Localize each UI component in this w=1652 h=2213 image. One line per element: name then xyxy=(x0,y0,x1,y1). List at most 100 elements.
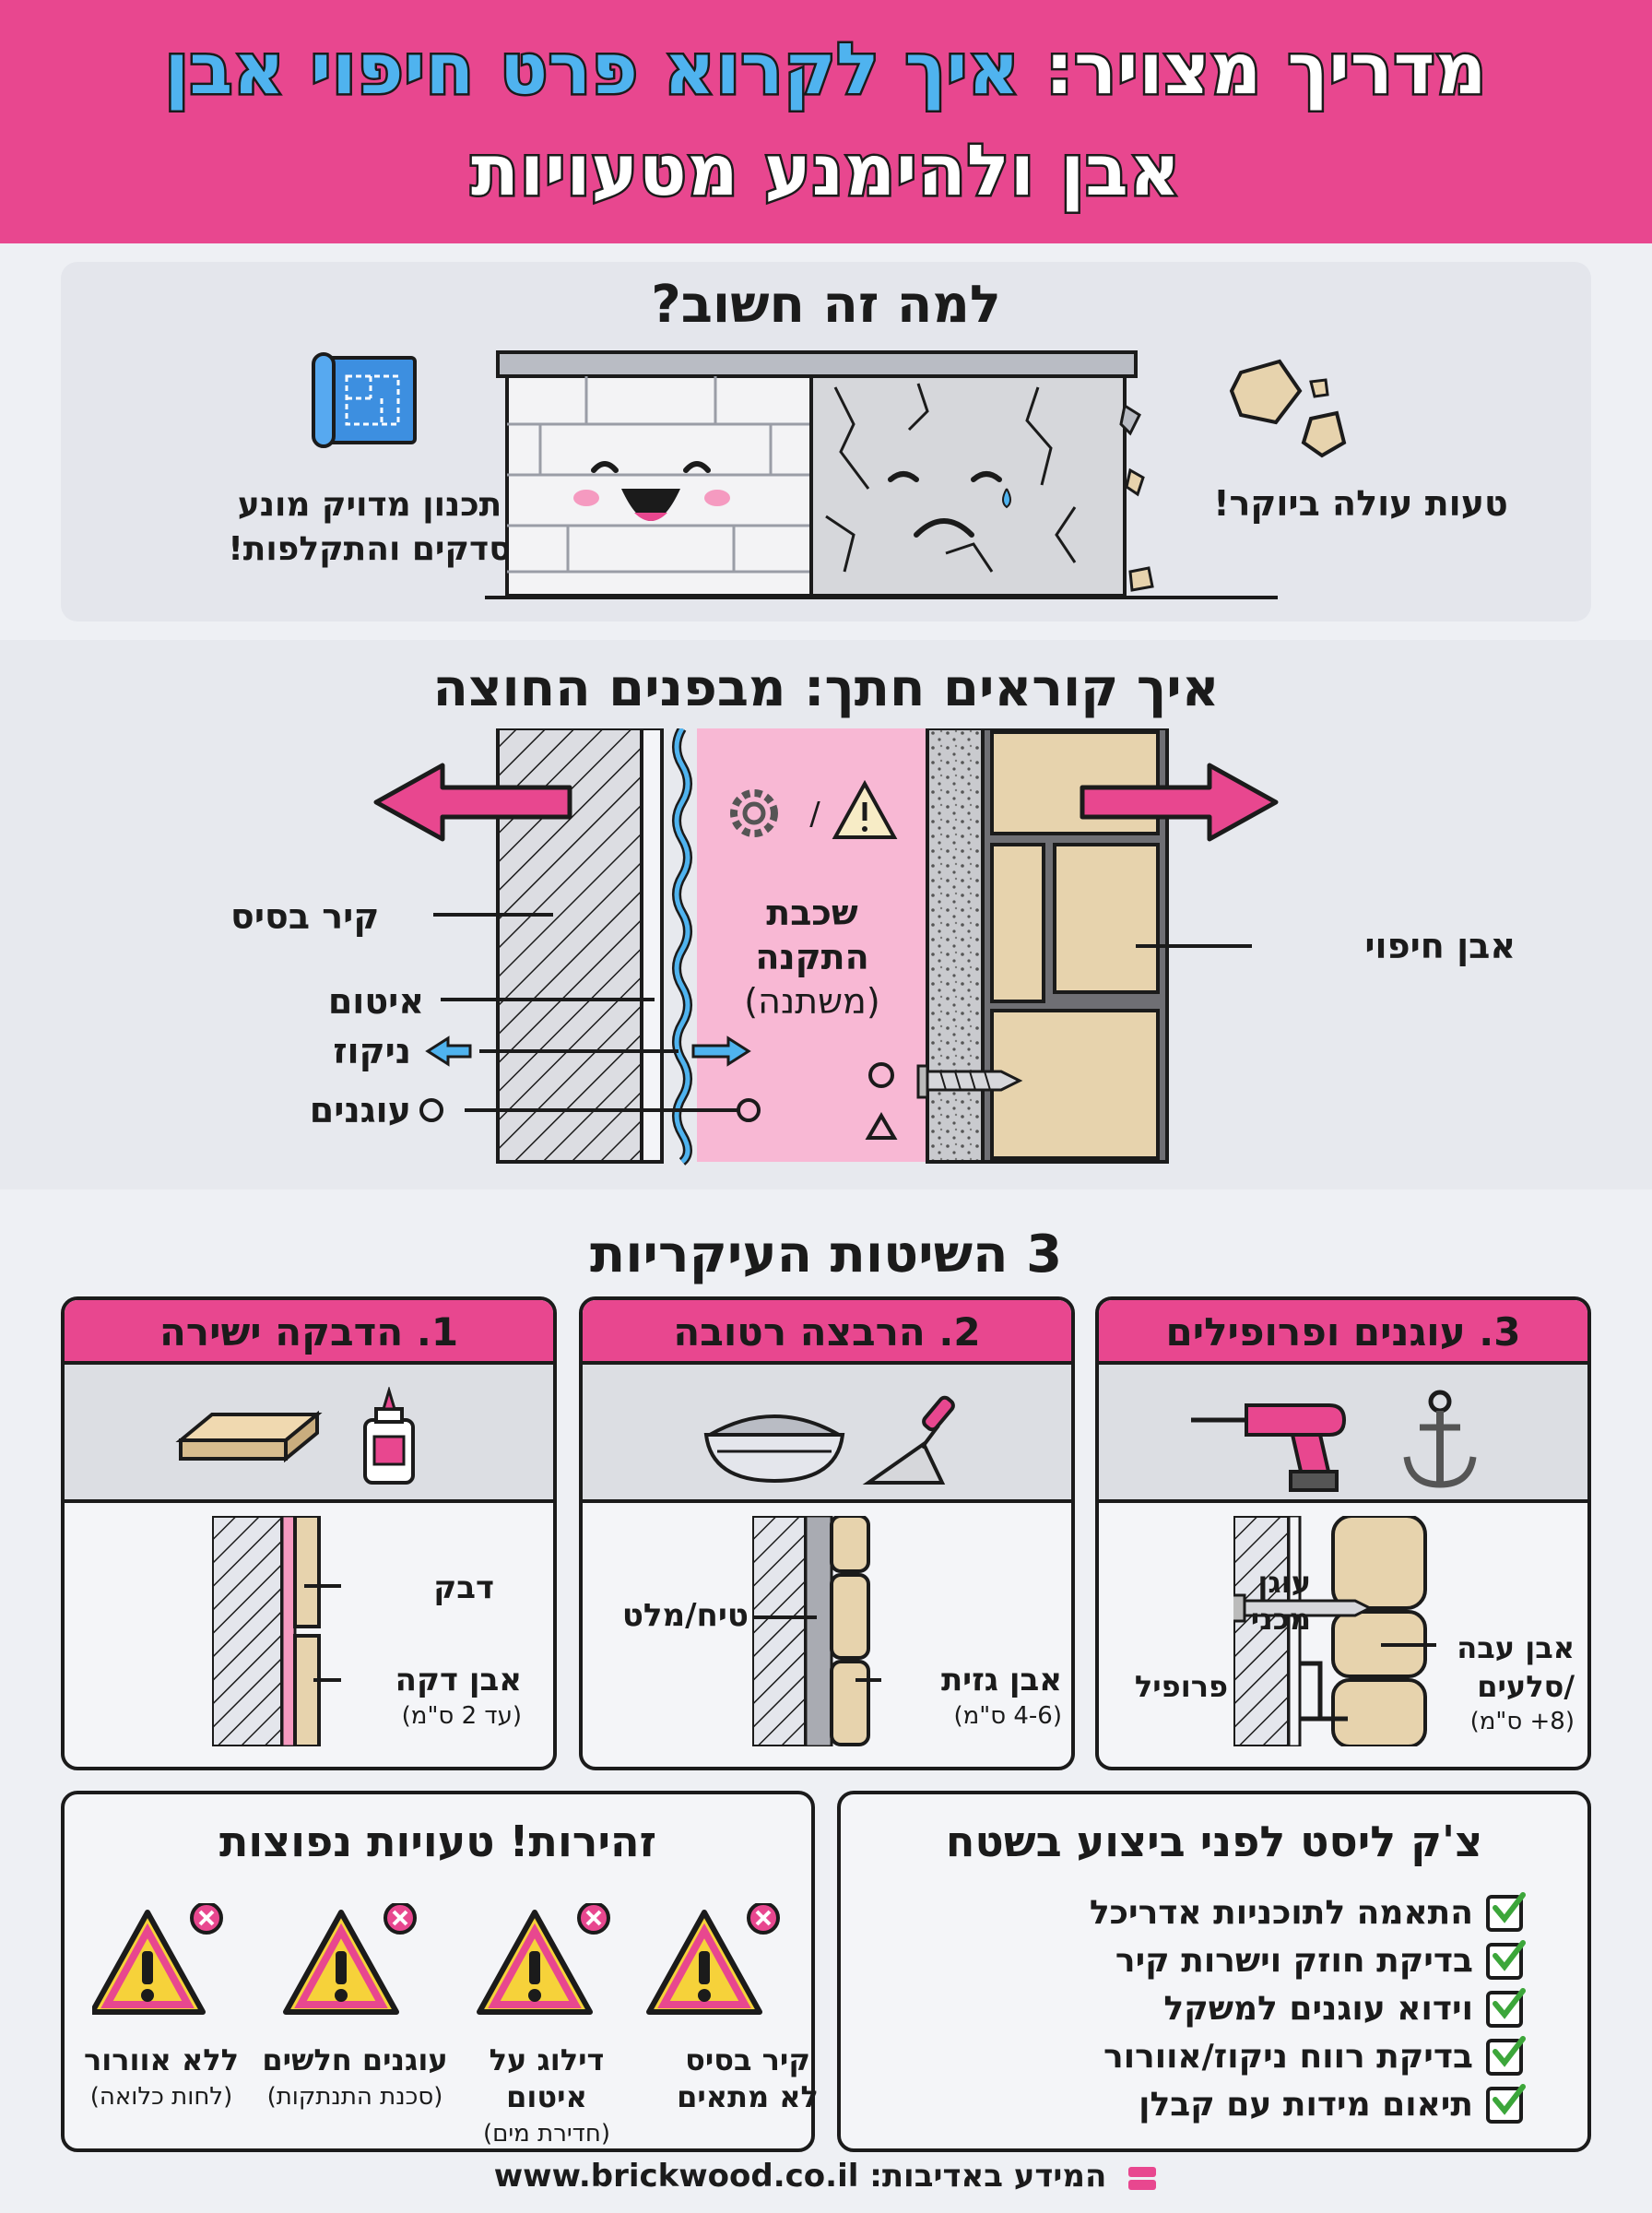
screw-icon xyxy=(916,1064,1023,1099)
checklist-item[interactable]: תיאום מידות עם קבלן xyxy=(1139,2083,1526,2124)
inward-arrow-icon xyxy=(373,763,572,842)
anchor-bullet-icon xyxy=(419,1098,443,1122)
checklist-item[interactable]: בדיקת רווח ניקוז/אוורור xyxy=(1103,2035,1526,2076)
label-sealing: איטום xyxy=(327,981,424,1022)
checklist-box: צ'ק ליסט לפני ביצוע בשטח התאמה לתוכניות … xyxy=(837,1791,1591,2152)
drill-and-anchor-icon xyxy=(1191,1390,1477,1492)
label-cladding-stone: אבן חיפוי xyxy=(1364,926,1516,966)
anchor-point-icon xyxy=(868,1062,894,1088)
label-drainage: ניקוז xyxy=(333,1031,411,1071)
drainage-arrows-icon xyxy=(425,1035,751,1067)
warning-item-line1: קיר בסיס xyxy=(685,2042,810,2077)
install-layer-label: שכבת התקנה (משתנה) xyxy=(697,891,927,1024)
checkbox-checked-icon[interactable] xyxy=(1486,1987,1526,2028)
warnings-box: זהירות! טעויות נפוצות xyxy=(61,1791,819,2152)
method-card-tools xyxy=(65,1365,553,1503)
warning-icon xyxy=(477,1903,610,2015)
direct-adhesion-section xyxy=(212,1516,341,1746)
label-ashlar-stone-size: (4-6 ס"מ) xyxy=(953,1702,1062,1730)
warning-item-no-ventilation: ללא אוורור (לחות כלואה) xyxy=(65,2041,258,2115)
page-title-line2: אבן ולהימנע מטעויות xyxy=(468,127,1182,214)
gear-icon xyxy=(730,789,778,837)
checklist-item-label: התאמה לתוכניות אדריכל xyxy=(1089,1894,1473,1932)
method-card-header: 1. הדבקה ישירה xyxy=(65,1300,553,1365)
triangle-marker-icon xyxy=(865,1112,898,1140)
label-profile: פרופיל xyxy=(1134,1669,1228,1704)
label-mechanical-anchor: עוגן מכני xyxy=(1145,1564,1311,1638)
checklist-item[interactable]: וידוא עוגנים למשקל xyxy=(1163,1987,1526,2028)
method-card-tools xyxy=(1099,1365,1587,1503)
method-card-wet-plaster: 2. הרבצה רטובה טיח/מלט אבן גזית (4-6 ס"מ… xyxy=(579,1296,1075,1770)
warning-item-unsuitable-wall: קיר בסיס לא מתאים xyxy=(651,2041,844,2115)
methods-title: 3 השיטות העיקריות xyxy=(589,1225,1063,1284)
method-card-direct-adhesion: 1. הדבקה ישירה xyxy=(61,1296,557,1770)
blueprint-icon xyxy=(312,352,417,448)
checklist-item[interactable]: התאמה לתוכניות אדריכל xyxy=(1089,1891,1526,1932)
page-title-line1: מדריך מצויר: איך לקרוא פרט חיפוי אבן xyxy=(0,26,1652,112)
page-header: מדריך מצויר: איך לקרוא פרט חיפוי אבן אבן… xyxy=(0,0,1652,243)
label-thick-stone: אבן עבה /סלעים xyxy=(1427,1628,1575,1706)
warning-item-skip-sealing: דילוג על איטום (חדירת מים) xyxy=(450,2041,643,2152)
label-thin-stone: אבן דקה xyxy=(395,1662,522,1698)
method-card-header: 2. הרבצה רטובה xyxy=(583,1300,1071,1365)
warning-item-weak-anchors: עוגנים חלשים (סכנת התנתקות) xyxy=(249,2041,461,2115)
label-mechanical-anchor-line1: עוגן xyxy=(1257,1565,1311,1600)
checklist-item-label: בדיקת חוזק וישרות קיר xyxy=(1115,1942,1473,1980)
why-title: למה זה חשוב? xyxy=(651,275,1001,335)
method-card-tools xyxy=(583,1365,1071,1503)
footer-credit: המידע באדיבות: www.brickwood.co.il xyxy=(0,2158,1652,2202)
cross-section-diagram: / xyxy=(373,728,1279,1166)
label-mechanical-anchor-line2: מכני xyxy=(1250,1602,1311,1637)
install-layer-line3: (משתנה) xyxy=(744,981,880,1022)
warning-icon xyxy=(283,1903,417,2015)
wet-plaster-section xyxy=(752,1516,881,1746)
checklist-item[interactable]: בדיקת חוזק וישרות קיר xyxy=(1115,1939,1526,1980)
method-card-anchors-profiles: 3. עוגנים ופרופילים xyxy=(1095,1296,1591,1770)
warning-item-line1: ללא אוורור xyxy=(84,2042,239,2077)
warnings-title: זהירות! טעויות נפוצות xyxy=(218,1817,657,1866)
title-prefix: מדריך מצויר: xyxy=(1043,26,1488,112)
methods-section: 3 השיטות העיקריות 1. הדבקה ישירה xyxy=(0,1208,1652,2213)
warning-icons-row xyxy=(92,1903,780,2015)
anchor-end-icon xyxy=(737,1098,761,1122)
label-thick-stone-size: (8+ ס"מ) xyxy=(1469,1708,1575,1735)
warning-triangle-icon xyxy=(832,779,898,839)
cross-section-title: איך קוראים חתך: מבפנים החוצה xyxy=(432,658,1220,718)
checklist-item-label: וידוא עוגנים למשקל xyxy=(1163,1990,1473,2028)
label-glue: דבק xyxy=(433,1569,494,1606)
warning-item-line1: עוגנים חלשים xyxy=(262,2042,448,2077)
why-section: למה זה חשוב? תכנון מדויק מונע סדקים והתק… xyxy=(61,262,1591,621)
outward-arrow-icon xyxy=(1080,763,1279,842)
footer-credit-text[interactable]: המידע באדיבות: www.brickwood.co.il xyxy=(493,2158,1107,2195)
install-layer-line2: התקנה xyxy=(755,937,869,977)
warning-item-line1: דילוג על איטום xyxy=(489,2042,605,2114)
label-plaster: טיח/מלט xyxy=(621,1597,749,1634)
brick-logo-icon xyxy=(1127,2164,1158,2192)
why-planning-line1: תכנון מדויק מונע xyxy=(237,486,502,524)
checklist-item-label: תיאום מידות עם קבלן xyxy=(1139,2086,1473,2124)
mortar-bowl-and-trowel-icon xyxy=(703,1395,955,1485)
warning-item-line2: (חדירת מים) xyxy=(482,2120,611,2148)
why-planning-line2: סדקים והתקלפות! xyxy=(228,530,512,568)
checkbox-checked-icon[interactable] xyxy=(1486,2083,1526,2124)
falling-stones-icon xyxy=(1229,359,1347,458)
checkbox-checked-icon[interactable] xyxy=(1486,1891,1526,1932)
cross-section: איך קוראים חתך: מבפנים החוצה xyxy=(0,640,1652,1189)
stone-slab-and-glue-icon xyxy=(175,1387,415,1485)
warning-item-line2: לא מתאים xyxy=(677,2079,819,2114)
method-card-header: 3. עוגנים ופרופילים xyxy=(1099,1300,1587,1365)
title-highlight: איך לקרוא פרט חיפוי אבן xyxy=(162,26,1021,112)
happy-vs-cracked-wall-illustration xyxy=(485,350,1278,599)
label-thick-stone-line2: /סלעים xyxy=(1477,1669,1575,1704)
checkbox-checked-icon[interactable] xyxy=(1486,1939,1526,1980)
label-thin-stone-size: (עד 2 ס"מ) xyxy=(401,1702,522,1730)
label-ashlar-stone: אבן גזית xyxy=(940,1662,1062,1698)
label-anchors: עוגנים xyxy=(309,1090,411,1130)
checklist-title: צ'ק ליסט לפני ביצוע בשטח xyxy=(945,1817,1483,1866)
warning-item-line2: (סכנת התנתקות) xyxy=(266,2083,443,2111)
checkbox-checked-icon[interactable] xyxy=(1486,2035,1526,2076)
why-planning-text: תכנון מדויק מונע סדקים והתקלפות! xyxy=(218,483,522,572)
warning-icon xyxy=(92,1903,223,2015)
checklist-item-label: בדיקת רווח ניקוז/אוורור xyxy=(1103,2038,1473,2076)
warning-item-line2: (לחות כלואה) xyxy=(89,2083,233,2111)
